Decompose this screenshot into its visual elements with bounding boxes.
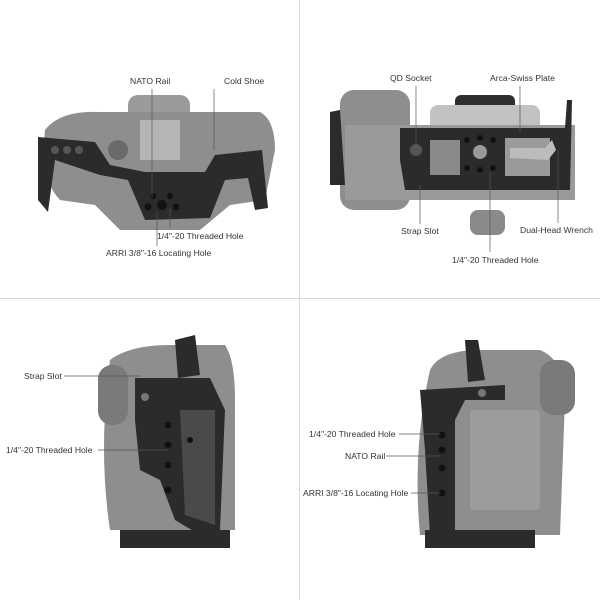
- camera-body-top: [44, 111, 275, 230]
- cage-top: [38, 137, 268, 220]
- base-plate: [425, 530, 535, 548]
- callout-strap-slot: Strap Slot: [24, 371, 62, 381]
- left-side-camera-cage: [98, 335, 235, 548]
- callout-dual-head-wrench: Dual-Head Wrench: [520, 225, 593, 235]
- mode-dial: [108, 140, 128, 160]
- callout-nato-rail: NATO Rail: [345, 451, 386, 461]
- side-cage: [420, 385, 505, 535]
- eyecup: [98, 365, 128, 425]
- hot-shoe: [140, 120, 180, 160]
- dual-head-wrench: [510, 140, 556, 160]
- right-side-camera-cage: [417, 340, 575, 548]
- callout-cold-shoe: Cold Shoe: [224, 76, 265, 86]
- callout-leaders: [64, 86, 559, 494]
- callout-nato-rail: NATO Rail: [130, 76, 171, 86]
- callout-arri-locating-hole: ARRI 3/8"-16 Locating Hole: [303, 488, 409, 498]
- callout-arca-swiss-plate: Arca-Swiss Plate: [490, 73, 555, 83]
- callout-threaded-hole: 1/4"-20 Threaded Hole: [157, 231, 244, 241]
- eyecup: [470, 210, 505, 235]
- panel-divider-vertical: [299, 0, 300, 600]
- callout-threaded-hole: 1/4"-20 Threaded Hole: [6, 445, 93, 455]
- memory-door: [470, 410, 540, 510]
- panel-divider-horizontal: [0, 298, 600, 299]
- top-view-camera-cage: [38, 95, 275, 230]
- bottom-view-camera-cage: [330, 90, 575, 235]
- callout-threaded-hole: 1/4"-20 Threaded Hole: [309, 429, 396, 439]
- eyecup: [540, 360, 575, 415]
- callout-qd-socket: QD Socket: [390, 73, 432, 83]
- base-plate: [120, 530, 230, 548]
- callout-threaded-hole: 1/4"-20 Threaded Hole: [452, 255, 539, 265]
- callout-strap-slot: Strap Slot: [401, 226, 439, 236]
- callout-arri-locating-hole: ARRI 3/8"-16 Locating Hole: [106, 248, 212, 258]
